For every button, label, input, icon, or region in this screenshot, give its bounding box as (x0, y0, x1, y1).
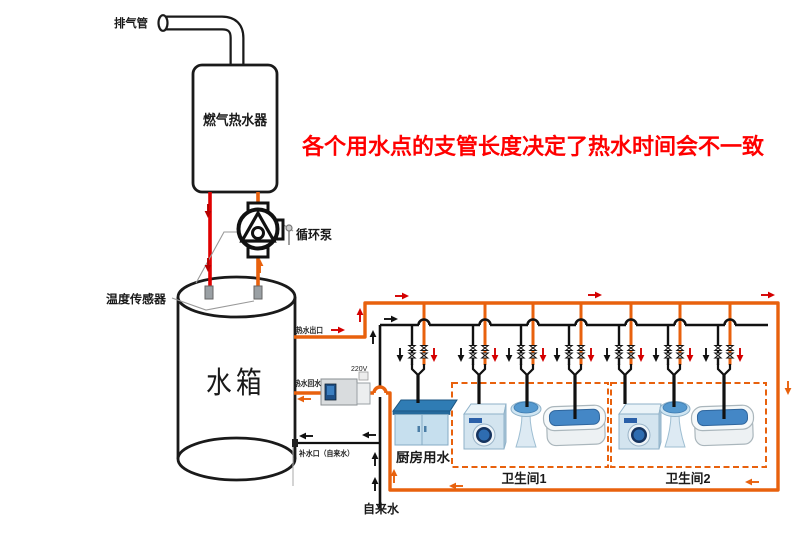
circulation-pump-label: 循环泵 (296, 227, 332, 242)
valve-icon (713, 345, 723, 351)
valve-icon (480, 352, 490, 359)
washing-machine-icon (463, 403, 507, 450)
pump-voltage-label: 220V (351, 366, 368, 373)
valve-icon (725, 345, 735, 351)
valve-icon (663, 352, 673, 359)
hot-water-outlet-label: 热水出口 (296, 325, 323, 335)
valve-icon (626, 345, 636, 351)
kitchen-cabinet-icon (392, 399, 458, 446)
pipe-crossover-bump (478, 318, 492, 326)
valve-icon (675, 345, 685, 351)
refill-port-label: 补水口（自来水） (298, 448, 354, 458)
gas-water-heater (191, 63, 279, 194)
valve-icon (564, 352, 574, 359)
flow-arrow-icon (371, 452, 379, 466)
valve-icon (614, 352, 624, 359)
valve-icon (614, 345, 624, 351)
valve-icon (480, 345, 490, 351)
pipe-crossover-bump (624, 318, 638, 326)
flow-arrow-icon (553, 348, 561, 362)
valve-icon (564, 345, 574, 351)
pipe-crossover-bump (417, 318, 431, 326)
temperature-sensor-label: 温度传感器 (106, 292, 167, 306)
flow-arrow-icon (396, 348, 404, 362)
gas-water-heater-label: 燃气热水器 (203, 112, 268, 128)
flow-arrow-icon (736, 348, 744, 362)
flow-arrow-icon (491, 348, 499, 362)
flow-arrow-icon (395, 292, 409, 300)
temp-sensor-probe-icon (204, 285, 214, 300)
sensor-leader-line (171, 297, 255, 311)
washing-machine-icon (618, 403, 662, 450)
flow-arrow-icon (587, 348, 595, 362)
note-text: 各个用水点的支管长度决定了热水时间会不一致 (301, 134, 765, 159)
pipe-crossover-bump (673, 318, 687, 326)
flow-arrow-icon (588, 291, 602, 299)
tap-water-label: 自来水 (363, 501, 400, 516)
valve-icon (626, 352, 636, 359)
flow-arrow-icon (331, 326, 345, 334)
valve-icon (468, 345, 478, 351)
valve-icon (407, 345, 417, 351)
flow-arrow-icon (430, 348, 438, 362)
bathroom-1-label: 卫生间1 (502, 471, 547, 486)
flow-arrows (204, 204, 792, 491)
flow-arrow-icon (637, 348, 645, 362)
flow-arrow-icon (539, 348, 547, 362)
valve-icon (528, 352, 538, 359)
flow-arrow-icon (761, 291, 775, 299)
valve-icon (663, 345, 673, 351)
flow-arrow-icon (371, 477, 379, 491)
flow-arrow-icon (369, 330, 377, 344)
flow-arrow-icon (390, 469, 398, 483)
flow-arrow-icon (299, 432, 313, 440)
flow-arrow-icon (603, 348, 611, 362)
flow-arrow-icon (784, 381, 792, 395)
valve-icon (576, 352, 586, 359)
valve-icon (516, 345, 526, 351)
flow-arrow-icon (702, 348, 710, 362)
valve-icon (725, 352, 735, 359)
flow-arrow-icon (449, 482, 463, 490)
flow-arrow-icon (297, 395, 311, 403)
valve-icon (419, 345, 429, 351)
kitchen-water-label: 厨房用水 (396, 450, 451, 465)
flow-arrow-icon (362, 431, 376, 439)
valve-icon (675, 352, 685, 359)
flow-arrow-icon (745, 478, 759, 486)
water-tank-label: 水箱 (206, 367, 266, 400)
valve-icon (516, 352, 526, 359)
return-pump-device (320, 371, 371, 406)
exhaust-pipe (157, 14, 245, 66)
valve-icon (576, 345, 586, 351)
flow-arrow-icon (457, 348, 465, 362)
flow-arrow-icon (686, 348, 694, 362)
pipe-crossover-bump (526, 318, 540, 326)
valve-icon (468, 352, 478, 359)
fixture-branch-pipes (396, 303, 744, 419)
cold-water-pipes (292, 323, 768, 508)
bathroom-2-zone (610, 382, 767, 468)
flow-arrow-icon (652, 348, 660, 362)
flow-arrow-icon (204, 204, 212, 218)
bathroom-1-zone (451, 382, 609, 468)
exhaust-pipe-label: 排气管 (114, 16, 148, 30)
flow-arrow-icon (256, 259, 264, 273)
flow-arrow-icon (204, 258, 212, 272)
valve-icon (713, 352, 723, 359)
valve-icon (407, 352, 417, 359)
flow-arrow-icon (356, 308, 364, 322)
flow-arrow-icon (384, 315, 398, 323)
flow-arrow-icon (505, 348, 513, 362)
valve-icon (419, 352, 429, 359)
pipe-crossover-bump (723, 318, 737, 326)
valve-icon (528, 345, 538, 351)
temp-sensor-probe-icon (253, 285, 263, 300)
pipe-crossover-bump (574, 318, 588, 326)
hot-water-return-label: 热水回水 (294, 378, 322, 388)
bathroom-2-label: 卫生间2 (666, 471, 711, 486)
